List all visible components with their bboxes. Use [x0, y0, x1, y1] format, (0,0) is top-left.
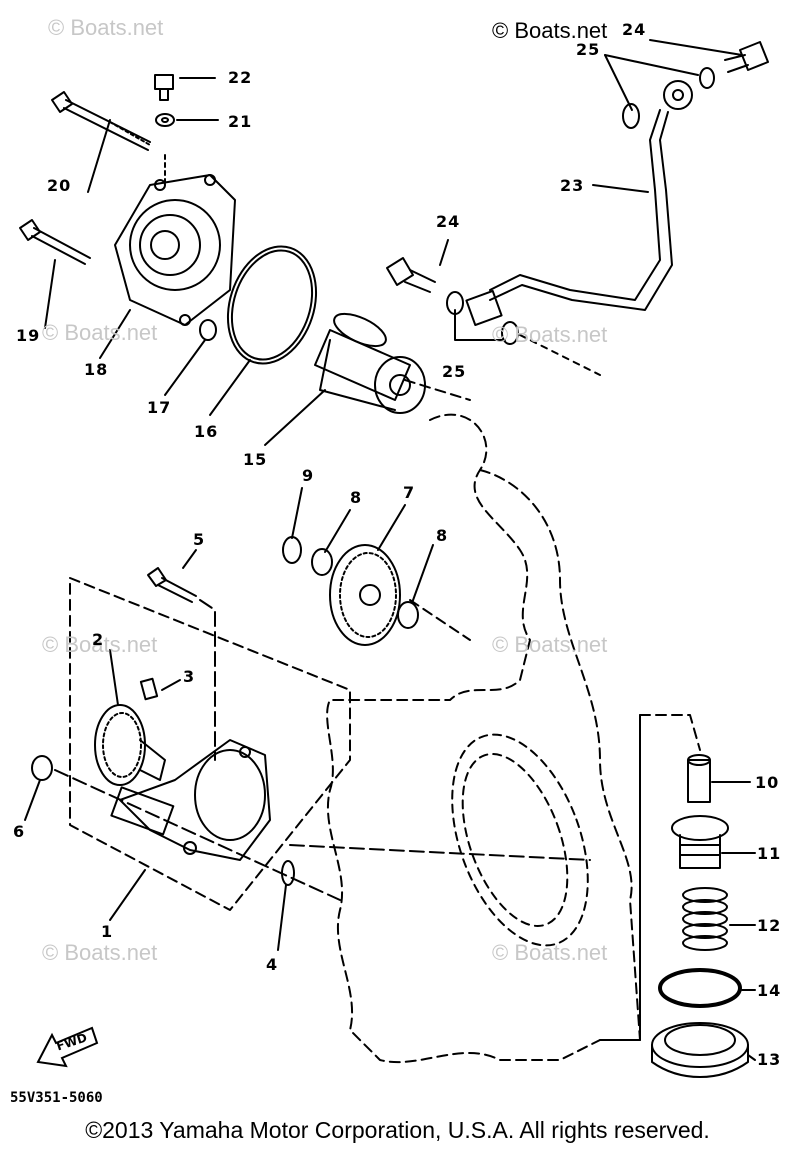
o-ring-14 — [658, 968, 742, 1008]
callout-25: 25 — [576, 40, 601, 59]
callout-9: 9 — [302, 466, 315, 485]
oil-pump-1 — [110, 739, 271, 861]
gear-7 — [329, 544, 401, 646]
crankcase-outline — [326, 413, 601, 1064]
dowel-10 — [687, 754, 711, 803]
callout-14: 14 — [757, 981, 782, 1000]
crankcase-bore — [451, 733, 589, 947]
callout-2: 2 — [92, 630, 105, 649]
callout-12: 12 — [757, 916, 782, 935]
collar-6 — [31, 755, 53, 781]
bolt-5 — [147, 567, 197, 603]
washer-21 — [155, 113, 175, 127]
bolt-20 — [51, 91, 151, 151]
washer-25-upper — [699, 67, 715, 89]
o-ring-17 — [199, 319, 217, 341]
callout-4: 4 — [266, 955, 279, 974]
watermark: © Boats.net — [42, 940, 158, 965]
o-ring-4 — [281, 860, 295, 886]
gear-2 — [94, 704, 166, 786]
callout-15: 15 — [243, 450, 268, 469]
pin-3 — [139, 677, 159, 701]
callout-13: 13 — [757, 1050, 782, 1069]
callout-8: 8 — [350, 488, 363, 507]
union-bolt-24-lower — [386, 257, 436, 293]
callout-20: 20 — [47, 176, 72, 195]
callout-11: 11 — [757, 844, 782, 863]
union-bolt-24-upper — [724, 41, 769, 73]
callout-24: 24 — [622, 20, 647, 39]
circlip-9 — [282, 536, 302, 564]
washer-8b — [397, 601, 419, 629]
filter-cover-18 — [114, 174, 236, 326]
callout-22: 22 — [228, 68, 253, 87]
callout-3: 3 — [183, 667, 196, 686]
drain-cap-13 — [651, 1022, 749, 1078]
diagram-code: 55V351-5060 — [10, 1090, 103, 1106]
o-ring-16 — [226, 245, 318, 365]
watermark: © Boats.net — [492, 940, 608, 965]
callout-21: 21 — [228, 112, 253, 131]
copyright-notice: ©2013 Yamaha Motor Corporation, U.S.A. A… — [85, 1117, 710, 1143]
callout-19: 19 — [16, 326, 41, 345]
callout-7: 7 — [403, 483, 416, 502]
watermark: © Boats.net — [42, 320, 158, 345]
watermark-top-right: © Boats.net — [492, 18, 608, 43]
plug-11 — [671, 815, 729, 869]
callout-23: 23 — [560, 176, 585, 195]
callout-5: 5 — [193, 530, 206, 549]
fwd-arrow-icon — [36, 1026, 99, 1068]
oil-pipe-23 — [465, 80, 693, 327]
callout-17: 17 — [147, 398, 172, 417]
watermark: © Boats.net — [492, 632, 608, 657]
callout-18: 18 — [84, 360, 109, 379]
callout-16: 16 — [194, 422, 219, 441]
callout-6: 6 — [13, 822, 26, 841]
washer-8 — [311, 548, 333, 576]
oil-filter-15 — [314, 312, 426, 414]
callout-24: 24 — [436, 212, 461, 231]
watermark: © Boats.net — [492, 322, 608, 347]
callout-8: 8 — [436, 526, 449, 545]
pump-group-box — [69, 577, 351, 911]
bolt-22 — [154, 74, 174, 101]
spring-12 — [682, 887, 728, 951]
callout-10: 10 — [755, 773, 780, 792]
watermark: © Boats.net — [48, 15, 164, 40]
watermark: © Boats.net — [42, 632, 158, 657]
callout-1: 1 — [101, 922, 114, 941]
bolt-19 — [19, 219, 91, 265]
callout-25: 25 — [442, 362, 467, 381]
